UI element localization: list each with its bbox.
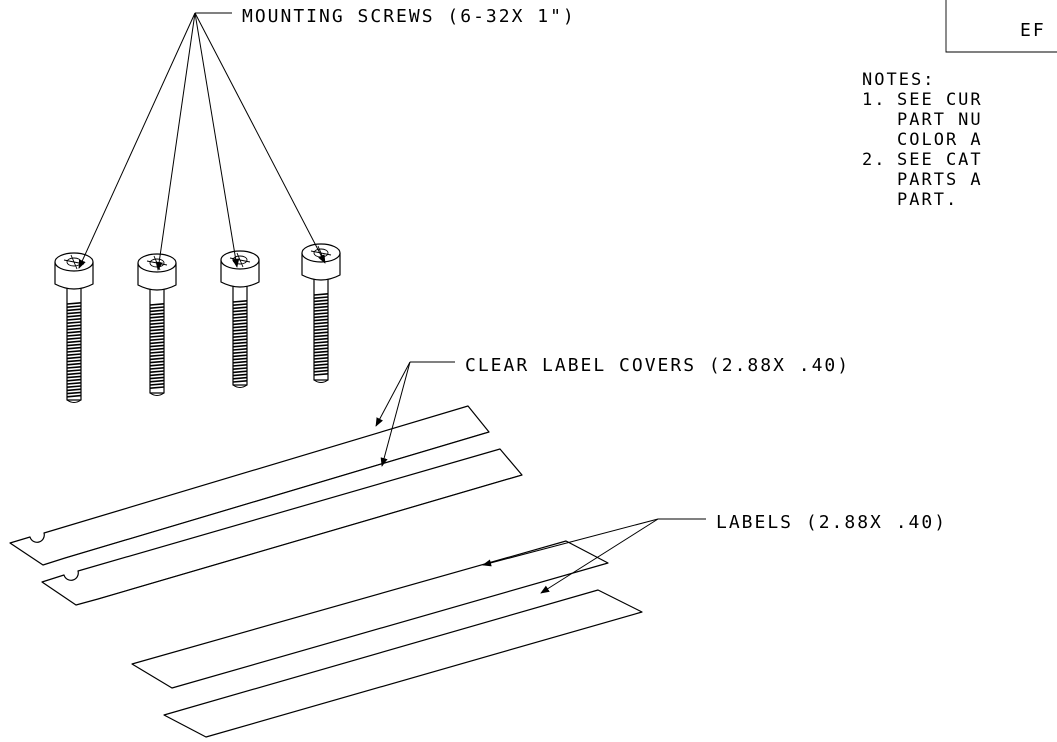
screws-leader-3 [194, 12, 240, 268]
screws-leader-2 [155, 12, 196, 271]
clear-label-covers-group [9, 405, 523, 606]
label-cover-1 [9, 405, 490, 566]
labels-leader-2 [540, 518, 659, 594]
note-2-line-2: PARTS A [897, 170, 983, 190]
label-cover-1-edge [64, 432, 486, 559]
screw-4 [301, 243, 341, 383]
label-2 [163, 589, 643, 738]
title-block: EF [945, 0, 1057, 53]
label-cover-2-edge [97, 475, 519, 600]
labels-group [131, 540, 643, 738]
note-2-line-3: PART. [897, 190, 958, 210]
note-1-line-1: SEE CUR [897, 90, 983, 110]
notes-block: NOTES: 1. SEE CUR PART NU COLOR A 2. SEE… [862, 70, 983, 210]
screws-leader-1 [78, 12, 196, 269]
note-1-line-2: PART NU [897, 110, 983, 130]
clear-label-covers-callout: CLEAR LABEL COVERS (2.88X .40) [465, 355, 850, 376]
leaders [78, 12, 706, 594]
note-1-number: 1. [862, 90, 886, 110]
labels-leader-1 [482, 518, 659, 567]
mounting-screws-group [54, 243, 341, 403]
screw-3 [220, 250, 260, 388]
label-cover-2 [41, 448, 523, 606]
covers-leader-2 [380, 361, 411, 467]
title-block-text: EF [1020, 20, 1046, 41]
note-2-line-1: SEE CAT [897, 150, 983, 170]
label-1 [131, 540, 609, 689]
covers-leader-1 [375, 361, 411, 427]
labels-callout: LABELS (2.88X .40) [716, 512, 947, 533]
screw-2 [137, 253, 177, 396]
note-1-line-3: COLOR A [897, 130, 983, 150]
screws-leader-4 [194, 12, 326, 264]
notes-heading: NOTES: [862, 70, 935, 90]
screw-1 [54, 252, 94, 403]
mounting-screws-callout: MOUNTING SCREWS (6-32X 1") [242, 6, 576, 27]
note-2-number: 2. [862, 150, 886, 170]
